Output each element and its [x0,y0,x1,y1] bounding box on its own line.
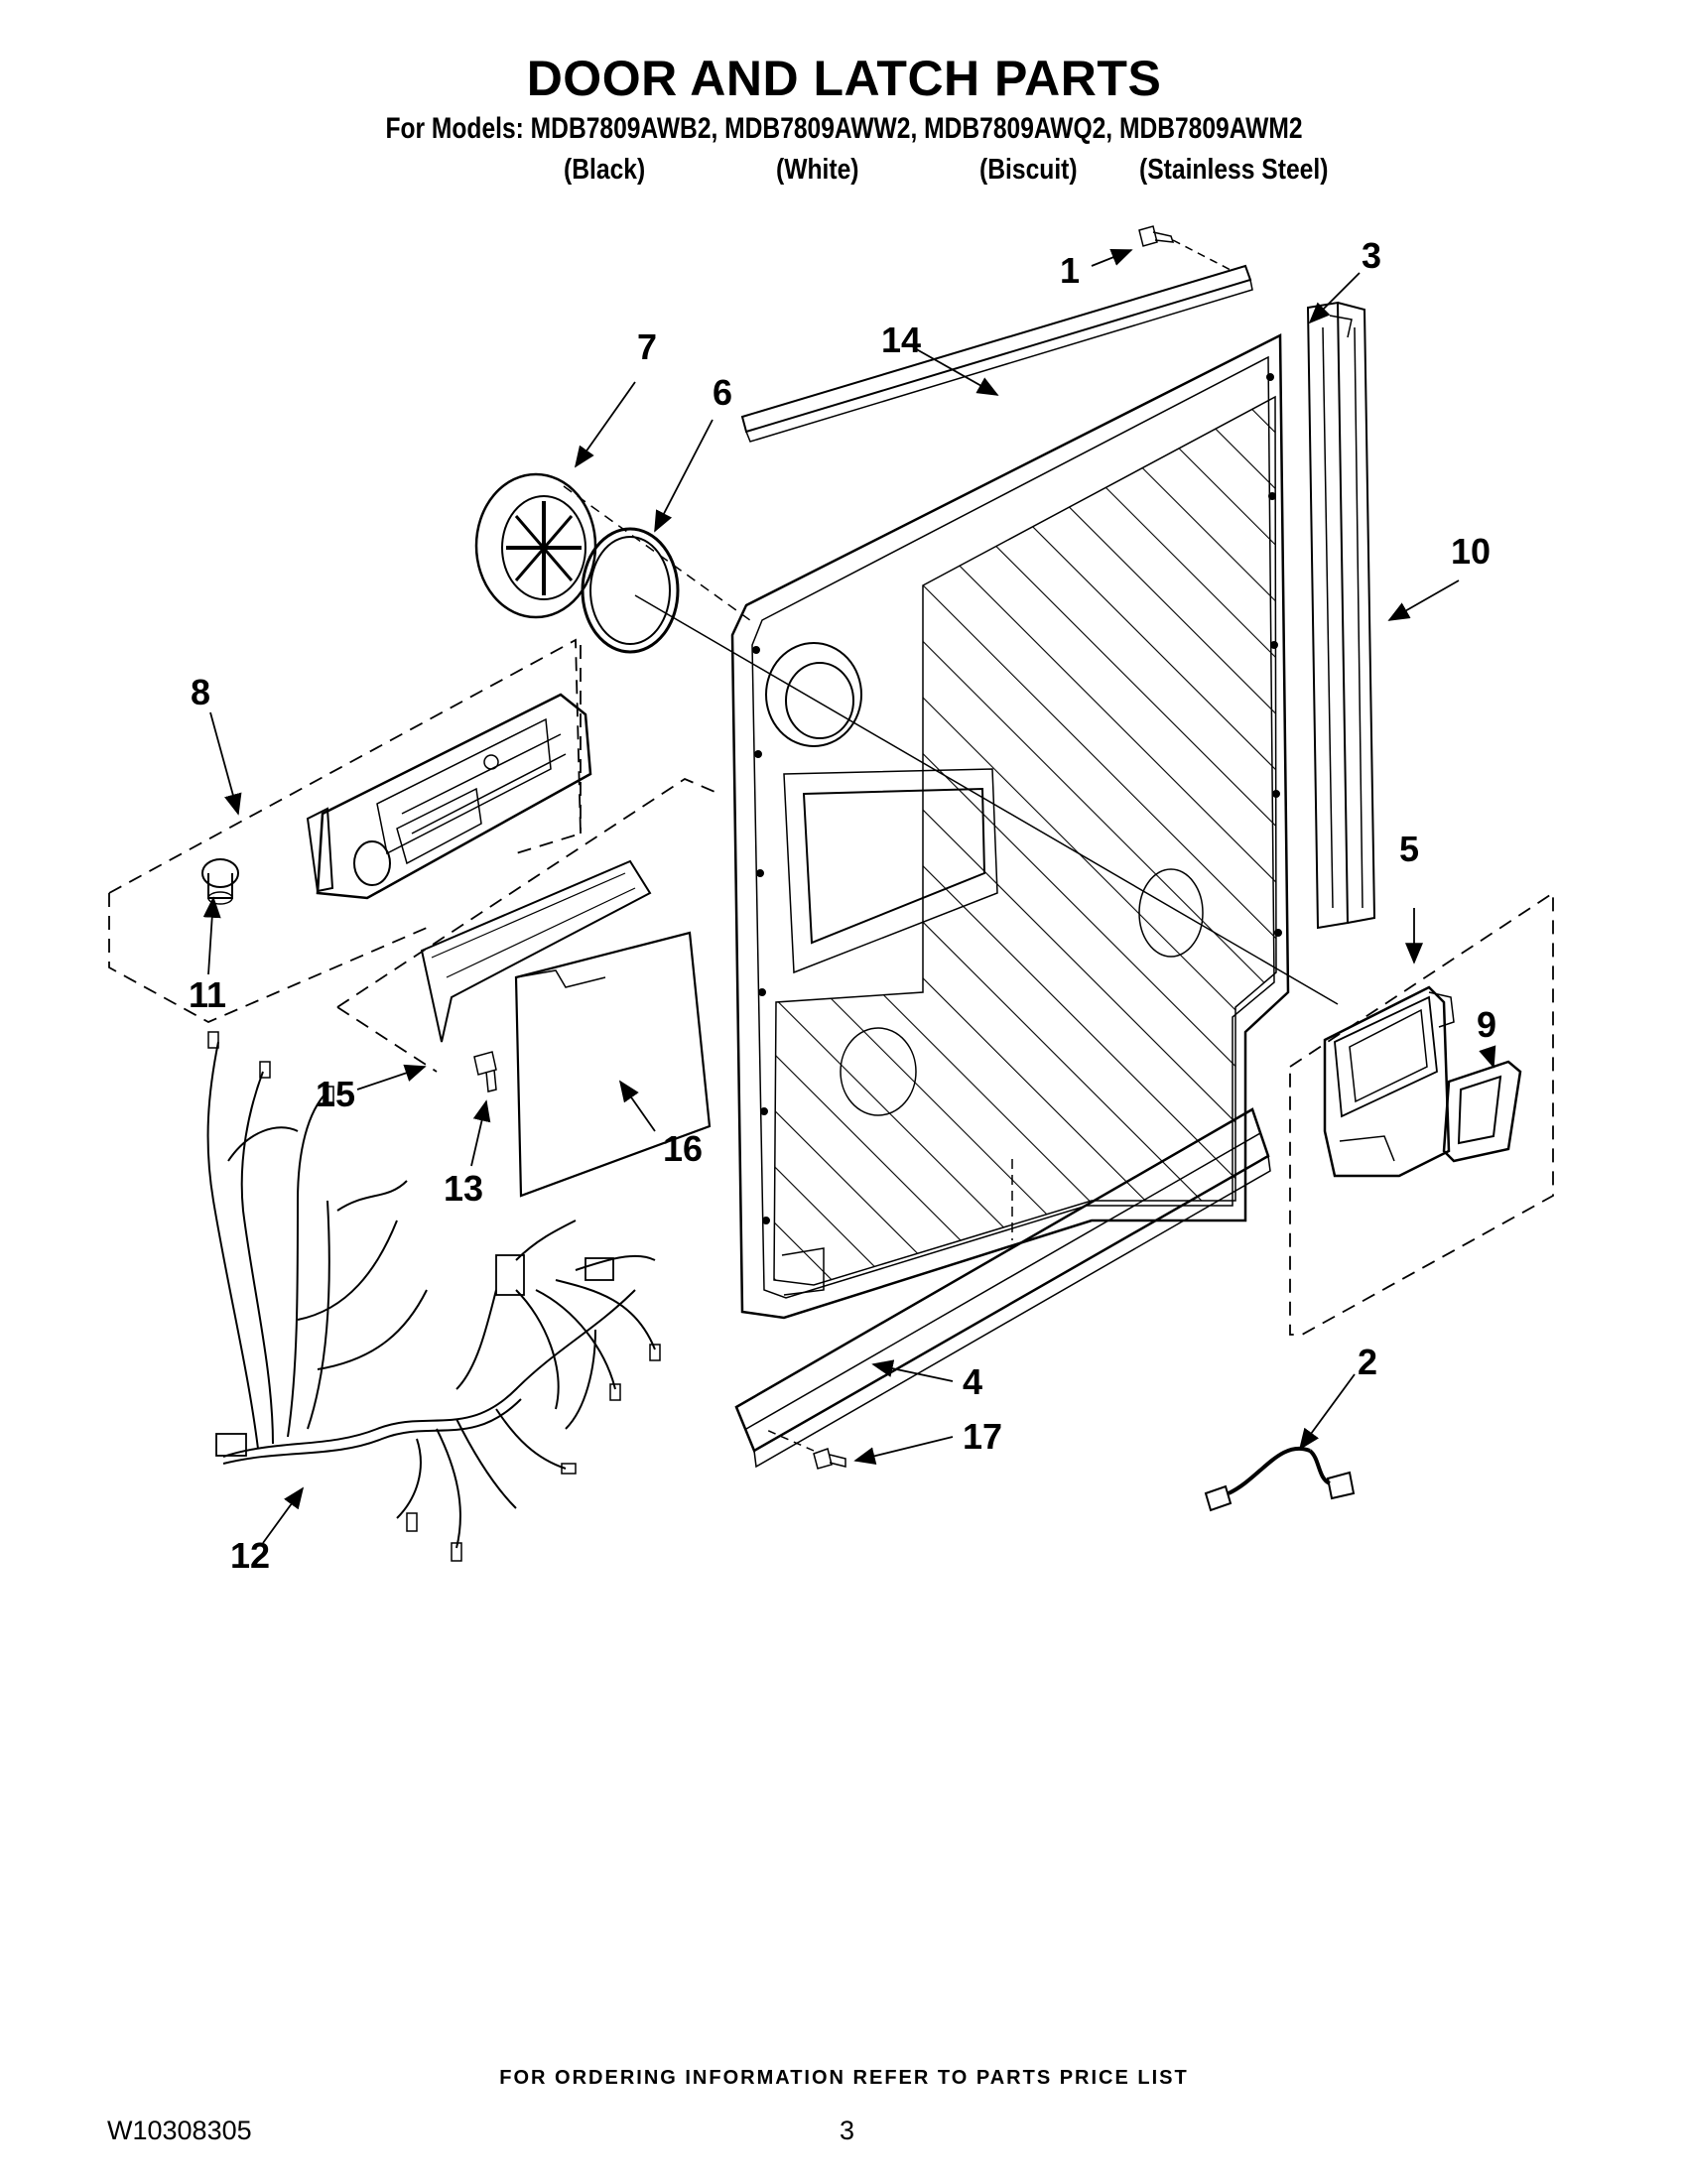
callout-10: 10 [1451,531,1492,572]
finish-white: (White) [776,154,859,186]
screw-13 [473,1051,497,1092]
vent-gasket-ring [581,527,1339,1005]
connector-cable [1204,1446,1356,1512]
callout-leaders [202,248,1496,1544]
dispenser-assembly [306,693,592,900]
callout-13: 13 [444,1168,484,1209]
screw-1 [1138,225,1232,271]
callout-6: 6 [713,372,733,413]
callout-4: 4 [963,1361,983,1402]
top-trim-strip [740,264,1253,443]
callout-14: 14 [881,320,922,360]
callout-17: 17 [963,1416,1003,1457]
bottom-trim [734,1107,1271,1469]
callout-3: 3 [1362,235,1382,276]
control-circuit-board [514,931,712,1198]
dispenser-cap [201,858,239,905]
models-line: For Models: MDB7809AWB2, MDB7809AWW2, MD… [385,112,1303,145]
latch-gasket [1442,1060,1522,1163]
callout-2: 2 [1358,1342,1378,1382]
latch-dashed-outline [1289,891,1554,1336]
finish-biscuit: (Biscuit) [979,154,1078,186]
screw-17 [763,1428,846,1470]
callout-5: 5 [1399,829,1420,869]
callout-9: 9 [1477,1004,1497,1045]
page-title: DOOR AND LATCH PARTS [526,51,1162,106]
callout-11: 11 [189,974,227,1015]
callout-16: 16 [663,1128,704,1169]
dispenser-dashed-outline [108,638,582,1024]
callout-8: 8 [191,672,211,712]
page-number: 3 [840,2116,855,2145]
callout-7: 7 [637,326,658,367]
inner-door-panel [730,332,1290,1320]
vent-cap [474,472,755,624]
document-number: W10308305 [107,2116,252,2145]
callout-15: 15 [316,1074,356,1114]
callout-1: 1 [1060,250,1081,291]
latch-assembly [1323,985,1455,1178]
side-gasket-strip [1306,301,1376,930]
finish-stainless-steel: (Stainless Steel) [1139,154,1329,186]
finish-black: (Black) [564,154,646,186]
insulation-board [336,777,720,1073]
ordering-footer: FOR ORDERING INFORMATION REFER TO PARTS … [499,2067,1189,2089]
callout-12: 12 [230,1535,271,1576]
wire-harness [206,1031,661,1562]
